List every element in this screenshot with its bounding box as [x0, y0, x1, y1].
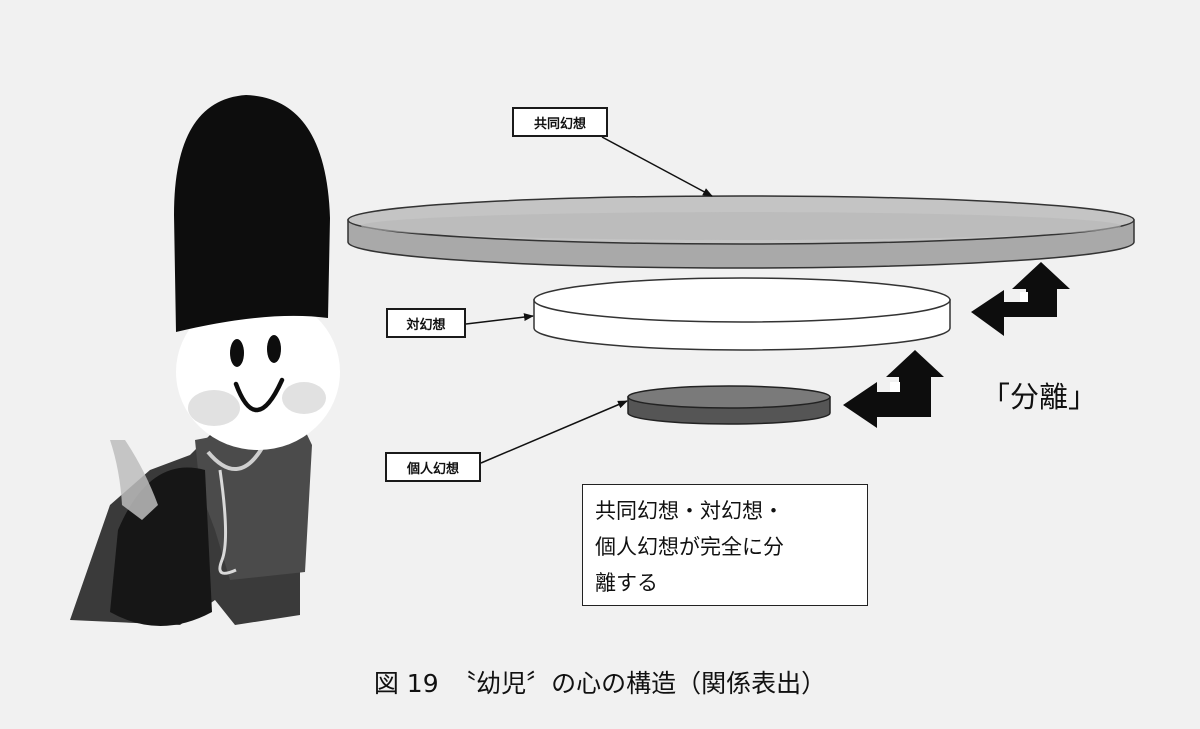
figure-hand	[110, 440, 158, 520]
kyodo-disc	[347, 195, 1135, 269]
pointer-kojin	[480, 400, 628, 464]
note-box: 共同幻想・対幻想・ 個人幻想が完全に分 離する	[582, 484, 868, 606]
turn-left-up-arrow-icon-lower	[843, 350, 944, 428]
kojin-disc	[627, 385, 831, 425]
figure-eye-left	[230, 339, 244, 367]
note-line-3: 離する	[595, 571, 658, 595]
figure-smile	[233, 377, 285, 413]
note-line-1: 共同幻想・対幻想・	[595, 499, 784, 523]
figure-eye-right	[267, 335, 281, 363]
figure-cheek-right	[282, 382, 326, 414]
figure-neckline	[206, 446, 264, 471]
figure-caption: 図 19 〝幼児〞の心の構造（関係表出）	[373, 669, 827, 698]
child-figure-icon	[70, 95, 340, 626]
label-kojin-gensou: 個人幻想	[385, 452, 481, 482]
turn-left-up-arrow-icon-upper	[971, 262, 1070, 336]
figure-hair	[174, 95, 330, 332]
label-tai-gensou: 対幻想	[386, 308, 466, 338]
separation-label: 「分離」	[981, 380, 1098, 414]
note-line-2: 個人幻想が完全に分	[595, 535, 784, 559]
label-kyodo-gensou: 共同幻想	[512, 107, 608, 137]
figure-cheek-left	[188, 390, 240, 426]
pointer-tai	[465, 313, 534, 325]
figure-necklace	[218, 469, 237, 575]
pointer-kyodo	[601, 136, 713, 197]
tai-disc	[533, 277, 951, 351]
